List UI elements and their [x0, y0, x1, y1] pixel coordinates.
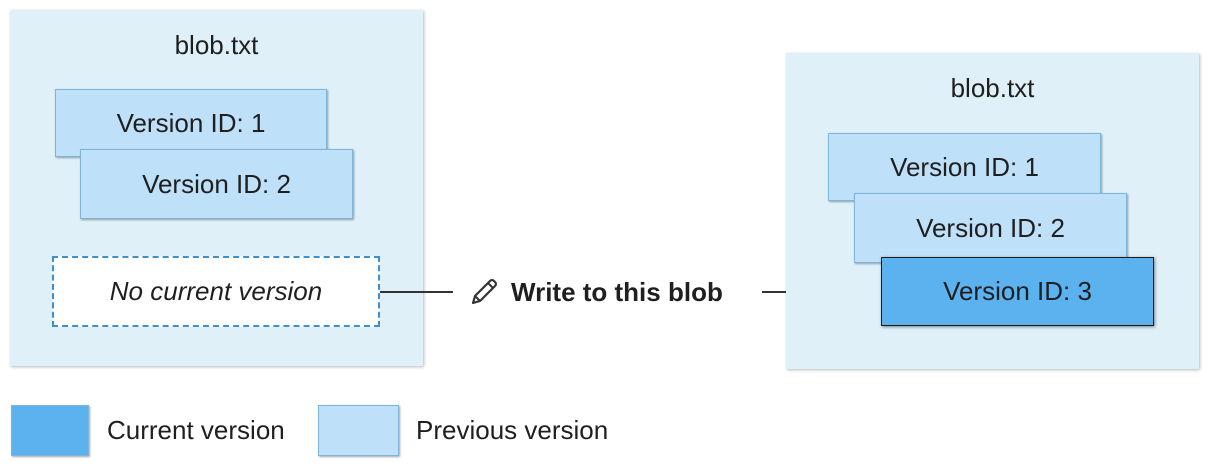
before-blob-title: blob.txt	[174, 30, 259, 60]
after-blob-title: blob.txt	[950, 73, 1035, 103]
legend-current-label: Current version	[107, 415, 285, 445]
after-version-3-card: Version ID: 3	[881, 257, 1154, 326]
no-current-version-box: No current version	[52, 256, 380, 327]
pencil-icon	[471, 278, 498, 305]
connector-line-left	[380, 291, 453, 293]
before-version-1-card: Version ID: 1	[55, 89, 327, 157]
legend-current-swatch	[11, 405, 89, 456]
write-action: Write to this blob	[467, 273, 723, 311]
after-version-1-card: Version ID: 1	[828, 133, 1101, 201]
legend-previous-swatch	[318, 405, 399, 456]
legend-previous-label: Previous version	[416, 415, 609, 445]
write-action-label: Write to this blob	[511, 276, 723, 307]
before-version-2-card: Version ID: 2	[80, 149, 353, 219]
after-version-2-card: Version ID: 2	[854, 193, 1127, 263]
